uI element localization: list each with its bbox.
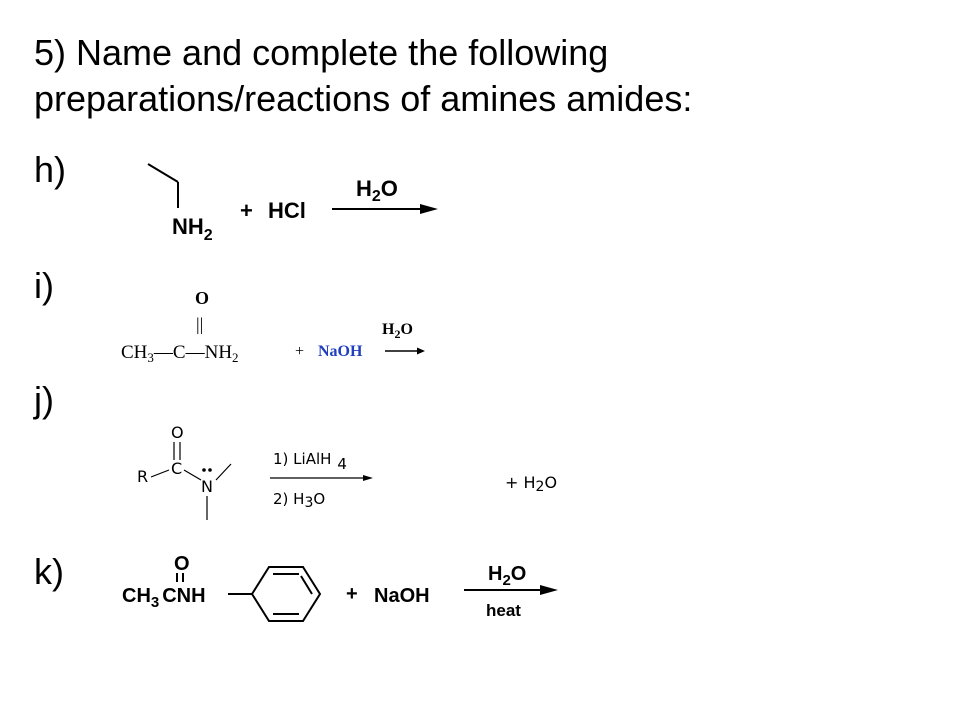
benzene-ring xyxy=(250,566,322,622)
plus-sign: + xyxy=(295,343,304,360)
arrow-condition: H2O xyxy=(356,176,398,205)
plus-sign: + xyxy=(240,198,253,223)
bond-line xyxy=(215,463,232,481)
arrow-condition: H2O xyxy=(382,321,413,341)
item-label-h: h) xyxy=(34,149,67,190)
bond-line xyxy=(147,163,179,183)
lone-pair-dot xyxy=(208,468,212,472)
reaction-i: O || CH3—C—NH2 + NaOH H2O xyxy=(121,288,425,365)
lone-pair-dot xyxy=(202,468,206,472)
title-line-2: preparations/reactions of amines amides: xyxy=(34,78,693,119)
bond-line xyxy=(150,469,170,478)
ring-double-bond xyxy=(300,575,313,595)
amine-group: NH2 xyxy=(172,214,213,244)
reagent-naoh: NaOH xyxy=(374,585,430,607)
arrow-head xyxy=(417,347,425,355)
carbonyl-carbon: C xyxy=(171,459,182,478)
acetamide: CH3—C—NH2 xyxy=(121,342,239,365)
title-line-1: 5) Name and complete the following xyxy=(34,32,609,73)
plus-sign: + xyxy=(346,583,358,605)
r-group: R xyxy=(137,467,148,486)
arrow-head xyxy=(420,204,438,214)
carbonyl-oxygen: O xyxy=(195,288,209,308)
arrow-head xyxy=(363,475,373,481)
item-label-k: k) xyxy=(34,551,64,592)
double-bond: || xyxy=(196,314,203,334)
arrow-head xyxy=(540,585,558,595)
item-label-i: i) xyxy=(34,265,54,306)
nitrogen: N xyxy=(201,477,213,496)
item-label-j: j) xyxy=(34,379,54,420)
plus-water: + H2O xyxy=(505,473,557,495)
bond-line xyxy=(183,469,202,481)
condition-step-2: 2) H3O xyxy=(273,490,325,511)
reagent-naoh: NaOH xyxy=(318,343,363,360)
reaction-h: NH2 + HCl H2O xyxy=(147,163,438,244)
slide-title: 5) Name and complete the following prepa… xyxy=(34,30,934,122)
reagent-hcl: HCl xyxy=(268,198,306,223)
arrow-condition-below: heat xyxy=(486,601,521,620)
carbonyl-oxygen: O xyxy=(171,423,184,442)
arrow-condition: H2O xyxy=(488,563,526,589)
carbonyl-oxygen: O xyxy=(174,553,190,575)
